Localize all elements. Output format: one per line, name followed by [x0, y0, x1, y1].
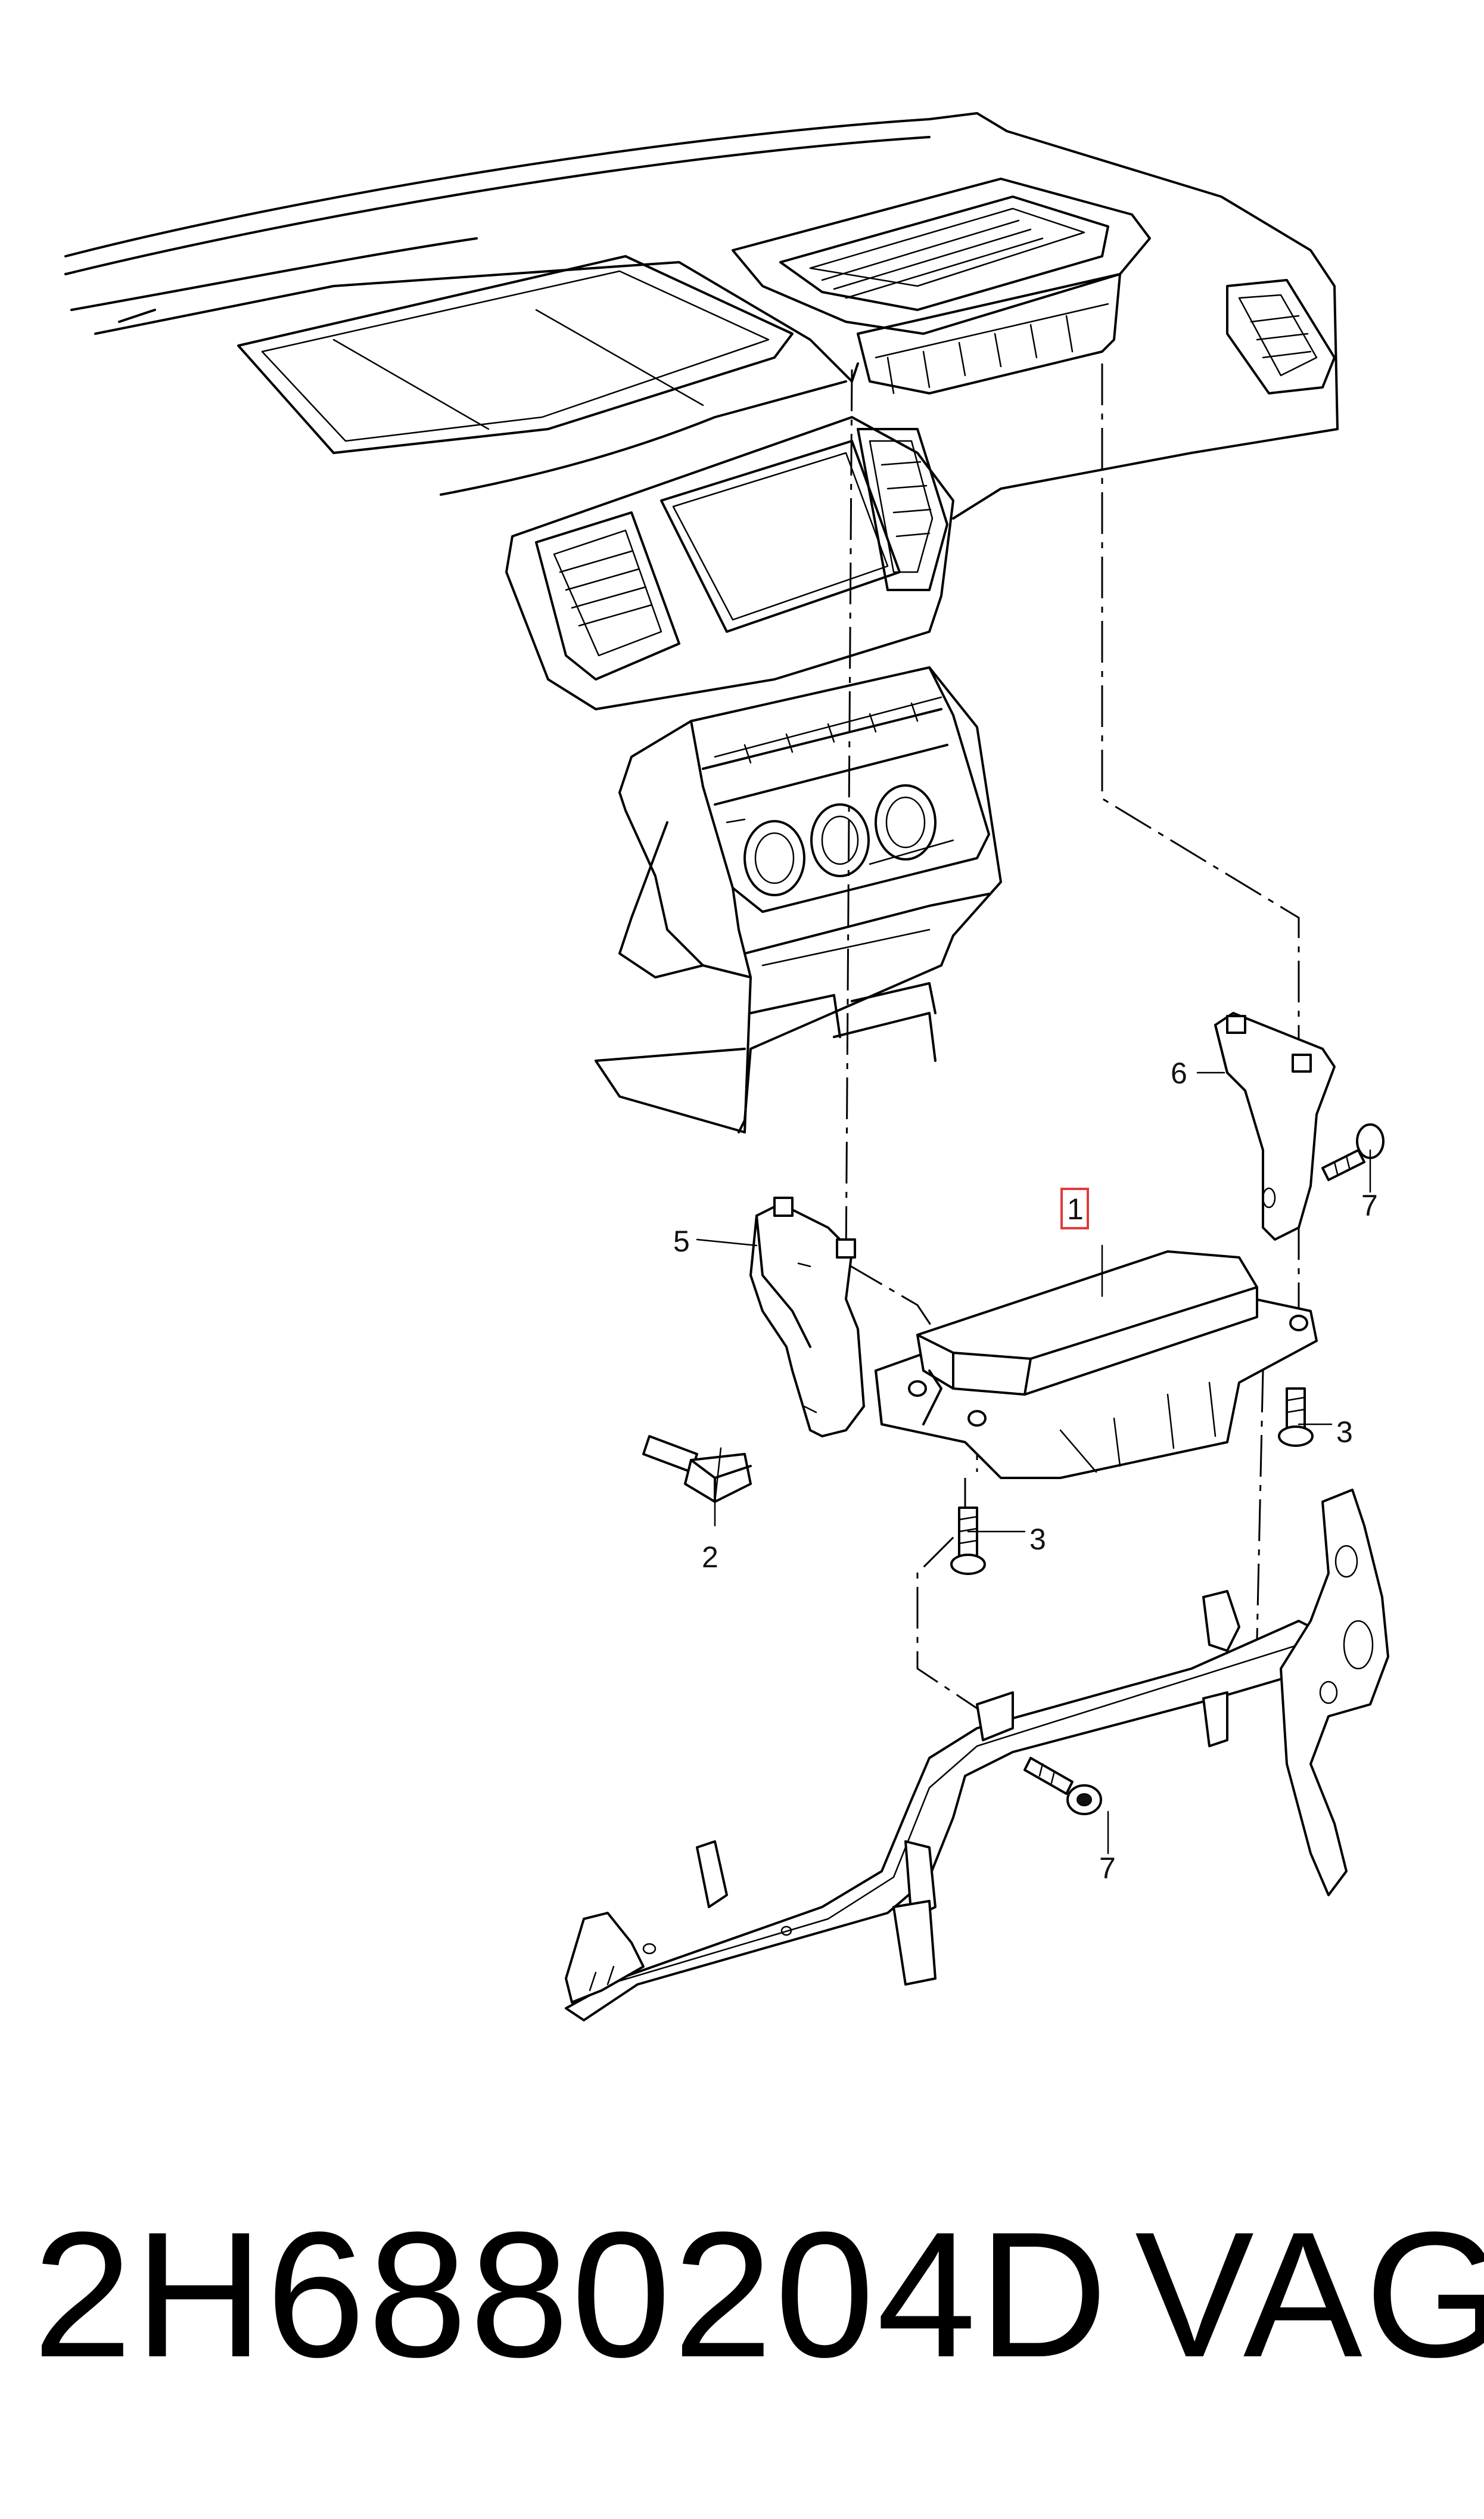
- callout-2[interactable]: 2: [702, 1540, 718, 1574]
- bolts: [950, 1123, 1385, 1815]
- connector-part-2: [642, 1435, 752, 1503]
- callout-7-lower[interactable]: 7: [1099, 1852, 1116, 1885]
- part-number: 2H6880204D: [33, 2194, 1110, 2394]
- exploded-parts-diagram: 1 2 3 3 5 6 7 7: [64, 112, 1389, 2021]
- brand-label: VAG: [1135, 2194, 1484, 2394]
- callout-6[interactable]: 6: [1171, 1057, 1187, 1090]
- cross-car-beam: [565, 1489, 1389, 2021]
- callouts: 1 2 3 3 5 6 7 7: [673, 1057, 1378, 1885]
- callout-1-highlight: [1060, 1188, 1089, 1229]
- bracket-6: [1214, 1012, 1336, 1241]
- callout-3-bolt-left[interactable]: 3: [1029, 1523, 1046, 1556]
- callout-1[interactable]: 1: [1067, 1192, 1084, 1226]
- dashboard-assembly: [64, 112, 1339, 1133]
- leader-lines: [696, 1071, 1371, 1855]
- callout-7-upper[interactable]: 7: [1361, 1189, 1378, 1222]
- callout-3-bolt-right[interactable]: 3: [1336, 1415, 1353, 1449]
- control-unit-part-1: [875, 1250, 1318, 1479]
- callout-5[interactable]: 5: [673, 1225, 690, 1258]
- bracket-5: [749, 1197, 865, 1437]
